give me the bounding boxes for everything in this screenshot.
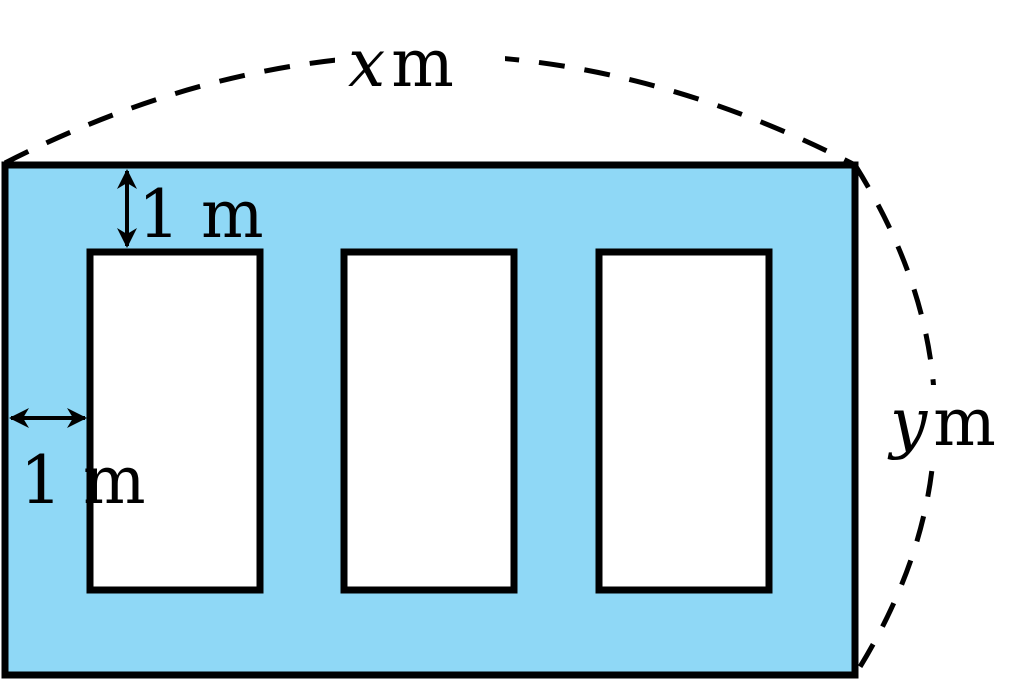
side-margin-label: 1 m (20, 442, 146, 519)
window-3 (595, 248, 773, 594)
height-label: ym (887, 384, 996, 461)
width-label: xm (348, 25, 454, 102)
height-label-background (885, 385, 1019, 465)
width-dashed-arc (3, 52, 857, 168)
window-2 (340, 248, 518, 594)
top-margin-label: 1 m (138, 176, 264, 253)
width-label-background (335, 25, 505, 100)
height-dashed-arc (852, 163, 938, 677)
window-1 (86, 248, 264, 594)
